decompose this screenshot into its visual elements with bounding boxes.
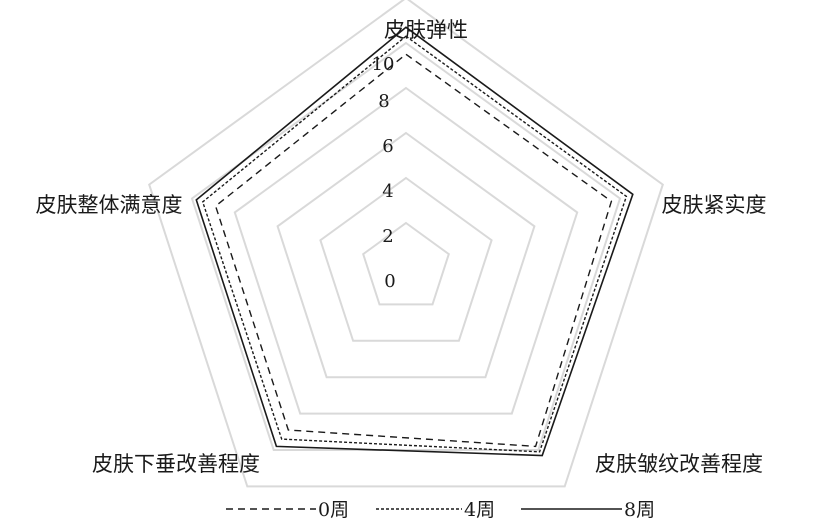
- grid-ring-0: [362, 221, 450, 306]
- legend-label-week4: 4周: [464, 499, 495, 521]
- tick-label-0: 0: [384, 271, 395, 292]
- grid-ring-2: [319, 176, 493, 342]
- grid-ring-10: [148, 0, 664, 488]
- axis-label-firmness: 皮肤紧实度: [662, 193, 767, 217]
- axis-label-satisfaction: 皮肤整体满意度: [36, 193, 183, 217]
- tick-label-8: 8: [378, 91, 389, 112]
- tick-labels: 0 2 4 6 8 10: [372, 54, 396, 292]
- tick-label-6: 6: [382, 136, 393, 157]
- grid-ring-6: [233, 86, 579, 415]
- grid-ring-8: [190, 41, 622, 451]
- axis-label-wrinkle: 皮肤皱纹改善程度: [595, 452, 763, 476]
- legend-label-week0: 0周: [318, 499, 349, 521]
- axis-label-elasticity: 皮肤弹性: [384, 18, 468, 42]
- tick-label-2: 2: [382, 226, 393, 247]
- grid-layer: [148, 0, 664, 488]
- tick-label-4: 4: [382, 181, 393, 202]
- series-polygon-2: [195, 26, 634, 457]
- legend-label-week8: 8周: [624, 499, 655, 521]
- legend: 0周 4周 8周: [226, 499, 655, 521]
- axis-labels: 皮肤弹性 皮肤紧实度 皮肤皱纹改善程度 皮肤下垂改善程度 皮肤整体满意度: [36, 18, 767, 476]
- tick-label-10: 10: [372, 54, 395, 75]
- series-polygon-0: [214, 53, 613, 448]
- series-layer: [195, 26, 634, 457]
- grid-ring-4: [276, 131, 536, 379]
- axis-label-sagging: 皮肤下垂改善程度: [92, 452, 260, 476]
- series-polygon-1: [201, 35, 628, 453]
